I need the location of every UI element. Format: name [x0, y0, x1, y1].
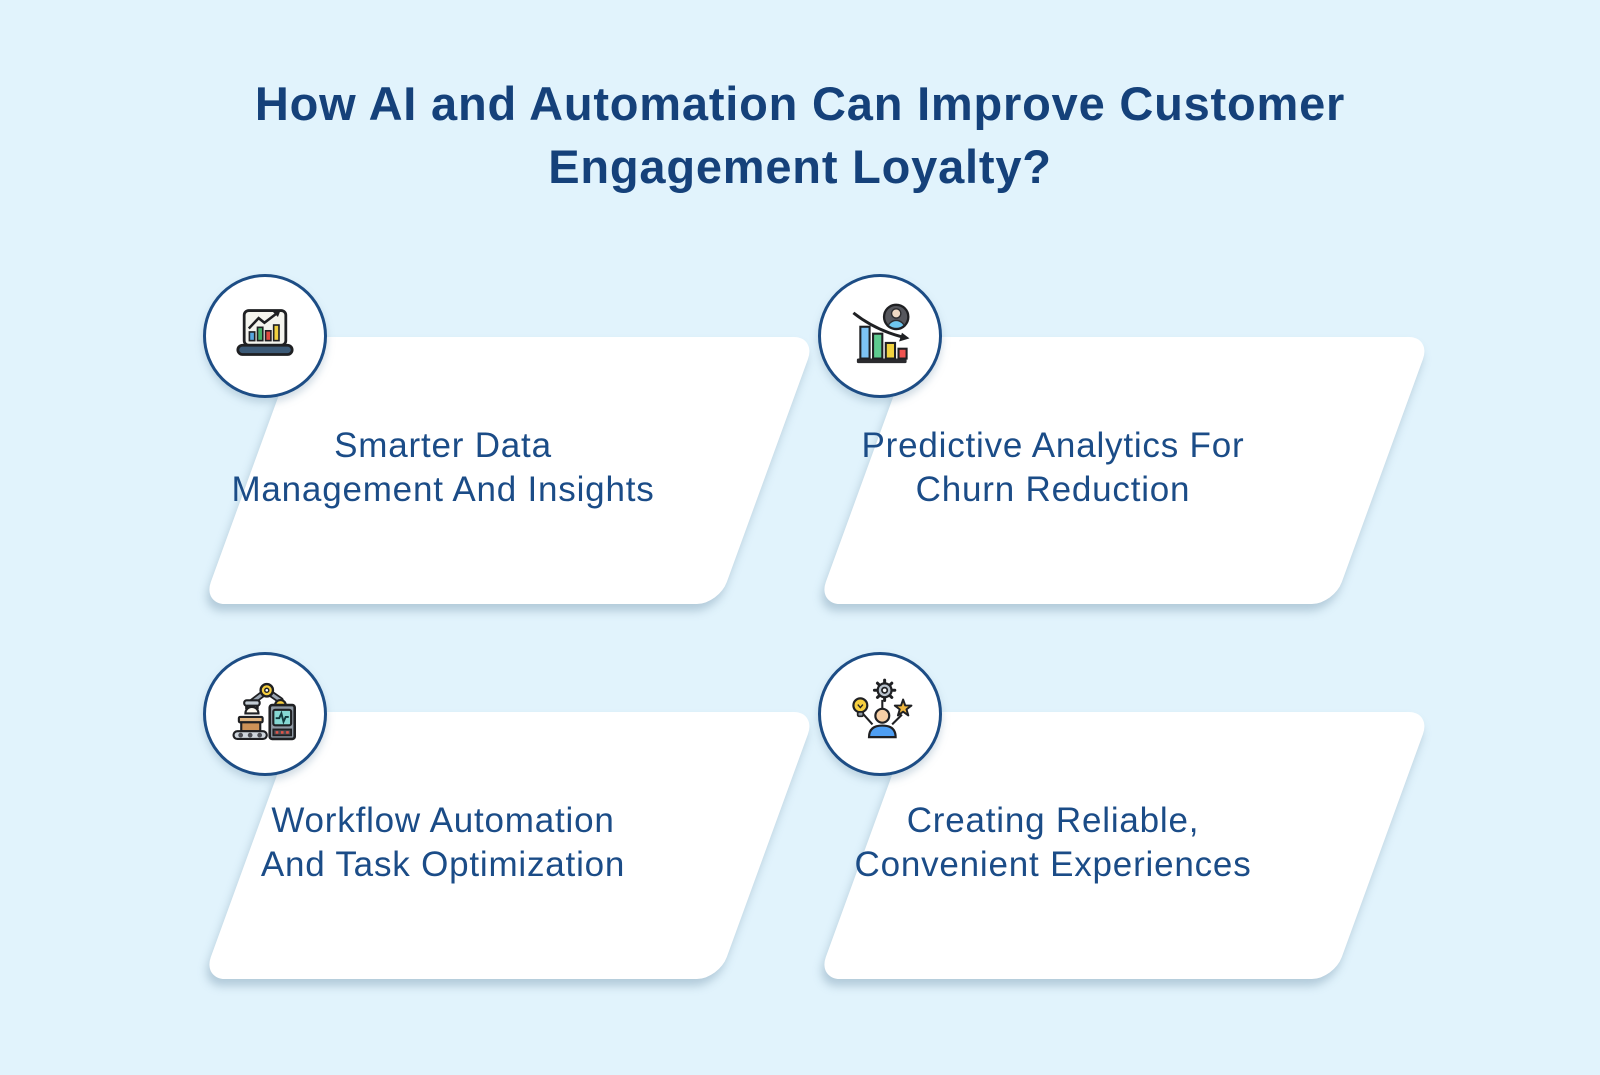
page-title-line1: How AI and Automation Can Improve Custom… [254, 77, 1346, 130]
card-label-line2: Churn Reduction [915, 470, 1191, 509]
icon-badge-smarter-data [203, 274, 327, 398]
card-label-line1: Predictive Analytics For [861, 426, 1245, 465]
laptop-analytics-chart-icon [236, 309, 294, 356]
card-label-line2: Convenient Experiences [854, 845, 1252, 884]
card-label-workflow-automation: Workflow Automation And Task Optimizatio… [173, 799, 713, 887]
card-label-line1: Smarter Data [334, 426, 552, 465]
card-label-line2: And Task Optimization [260, 845, 626, 884]
card-label-line1: Workflow Automation [271, 801, 615, 840]
card-label-smarter-data: Smarter Data Management And Insights [173, 424, 713, 512]
page-title-line2: Engagement Loyalty? [548, 140, 1052, 193]
person-gear-lightbulb-star-icon [852, 678, 913, 739]
icon-badge-predictive-analytics [818, 274, 942, 398]
card-label-line1: Creating Reliable, [906, 801, 1200, 840]
card-label-line2: Management And Insights [231, 470, 655, 509]
declining-bar-chart-customer-icon [852, 303, 910, 364]
icon-badge-reliable-experiences [818, 652, 942, 776]
card-label-predictive-analytics: Predictive Analytics For Churn Reduction [783, 424, 1323, 512]
page-title: How AI and Automation Can Improve Custom… [0, 72, 1600, 198]
icon-badge-workflow-automation [203, 652, 327, 776]
card-label-reliable-experiences: Creating Reliable, Convenient Experience… [783, 799, 1323, 887]
robotic-arm-conveyor-machine-icon [232, 682, 296, 741]
